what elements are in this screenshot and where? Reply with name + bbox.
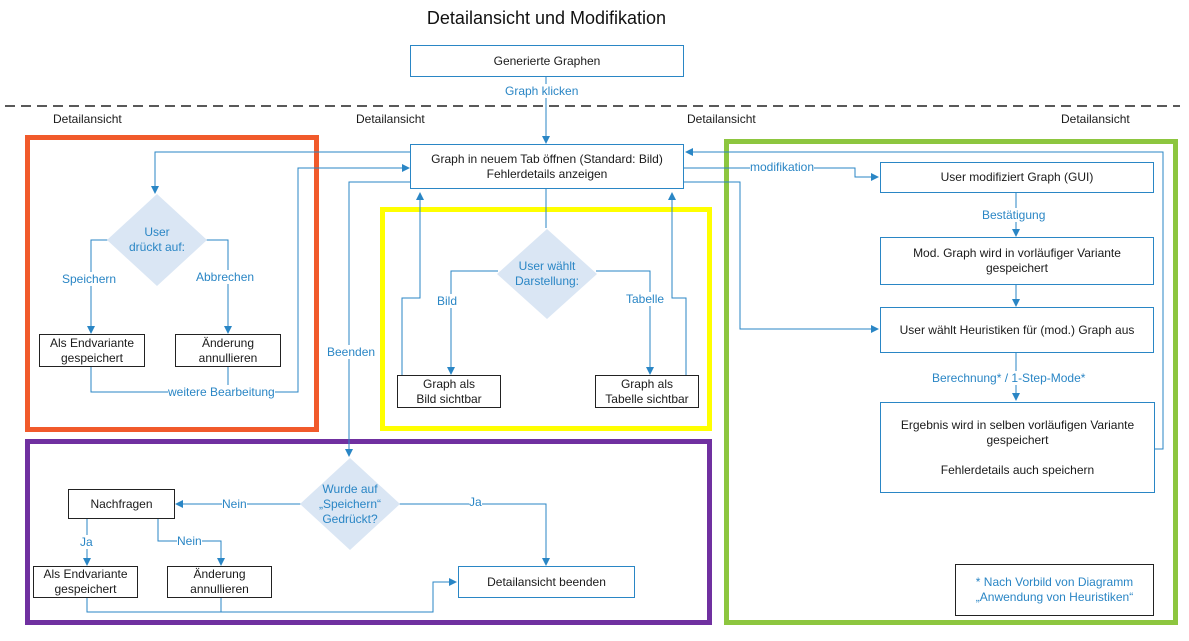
edge-yes-2-label: Ja	[80, 535, 93, 549]
edge-no-2-label: Nein	[177, 534, 202, 548]
edge-further-edit-label: weitere Bearbeitung	[168, 385, 275, 399]
edge-image-label: Bild	[437, 294, 458, 308]
node-discard-change: Änderung annullieren	[175, 334, 281, 367]
decision-was-saved: Wurde auf „Speichern“ Gedrückt?	[300, 458, 400, 550]
decision-user-chooses-view: User wählt Darstellung:	[497, 229, 597, 319]
node-discard-change-2-label: Änderung annullieren	[190, 567, 249, 596]
section-label-right: Detailansicht	[687, 112, 756, 126]
decision-was-saved-label: Wurde auf „Speichern“ Gedrückt?	[318, 481, 382, 526]
decision-was-saved-shape	[300, 458, 400, 550]
decision-user-presses-shape	[107, 194, 207, 286]
frame-modification	[724, 139, 1178, 625]
node-user-heuristics: User wählt Heuristiken für (mod.) Graph …	[880, 307, 1154, 353]
node-generated-graphs-label: Generierte Graphen	[493, 53, 601, 68]
node-ask: Nachfragen	[68, 489, 175, 519]
node-mod-saved-label: Mod. Graph wird in vorläufiger Variante …	[913, 246, 1121, 275]
decision-user-presses-label: User drückt auf:	[128, 225, 186, 254]
page-title: Detailansicht und Modifikation	[426, 8, 667, 28]
frame-end-detail	[25, 439, 712, 625]
node-open-tab-label: Graph in neuem Tab öffnen (Standard: Bil…	[431, 151, 663, 181]
node-generated-graphs: Generierte Graphen	[410, 45, 684, 77]
node-graph-image-label: Graph als Bild sichtbar	[416, 376, 482, 406]
section-label-middle: Detailansicht	[356, 112, 425, 126]
frame-save-cancel	[25, 135, 319, 432]
decision-user-chooses-view-label: User wählt Darstellung:	[514, 259, 580, 288]
section-label-far-right: Detailansicht	[1061, 112, 1130, 126]
node-open-tab: Graph in neuem Tab öffnen (Standard: Bil…	[410, 144, 684, 189]
edge-cancel-label: Abbrechen	[196, 270, 255, 284]
edge-calculation-label: Berechnung* / 1-Step-Mode*	[932, 371, 1086, 385]
note-box: * Nach Vorbild von Diagramm „Anwendung v…	[955, 564, 1154, 616]
note-label: * Nach Vorbild von Diagramm „Anwendung v…	[975, 575, 1134, 604]
node-result-saved-label: Ergebnis wird in selben vorläufigen Vari…	[900, 417, 1135, 477]
edge-confirm-label: Bestätigung	[982, 208, 1046, 222]
node-result-saved: Ergebnis wird in selben vorläufigen Vari…	[880, 402, 1155, 493]
edge-table-label: Tabelle	[626, 292, 665, 306]
node-mod-saved: Mod. Graph wird in vorläufiger Variante …	[880, 237, 1154, 285]
edge-graph-click-label: Graph klicken	[505, 84, 579, 98]
edge-no-1-label: Nein	[222, 497, 247, 511]
node-discard-change-label: Änderung annullieren	[198, 335, 258, 365]
node-graph-table-label: Graph als Tabelle sichtbar	[605, 376, 689, 406]
decision-user-presses: User drückt auf:	[107, 194, 207, 286]
edge-save-label: Speichern	[62, 272, 117, 286]
edge-modification-label: modifikation	[750, 160, 815, 174]
node-save-final-label: Als Endvariante gespeichert	[49, 335, 135, 365]
node-end-detail-label: Detailansicht beenden	[487, 574, 606, 589]
node-discard-change-2: Änderung annullieren	[167, 566, 272, 598]
edge-yes-1-label: Ja	[469, 495, 482, 509]
node-save-final-2: Als Endvariante gespeichert	[33, 566, 138, 598]
node-ask-label: Nachfragen	[90, 496, 153, 511]
node-user-modifies-label: User modifiziert Graph (GUI)	[940, 170, 1094, 184]
node-graph-table: Graph als Tabelle sichtbar	[595, 375, 699, 408]
node-save-final: Als Endvariante gespeichert	[39, 334, 145, 367]
decision-user-chooses-view-shape	[497, 229, 597, 319]
node-user-modifies: User modifiziert Graph (GUI)	[880, 162, 1154, 193]
node-user-heuristics-label: User wählt Heuristiken für (mod.) Graph …	[899, 322, 1135, 337]
edge-end-label: Beenden	[327, 345, 376, 359]
node-save-final-2-label: Als Endvariante gespeichert	[43, 567, 128, 596]
node-end-detail: Detailansicht beenden	[458, 566, 635, 598]
node-graph-image: Graph als Bild sichtbar	[397, 375, 501, 408]
section-label-left: Detailansicht	[53, 112, 122, 126]
